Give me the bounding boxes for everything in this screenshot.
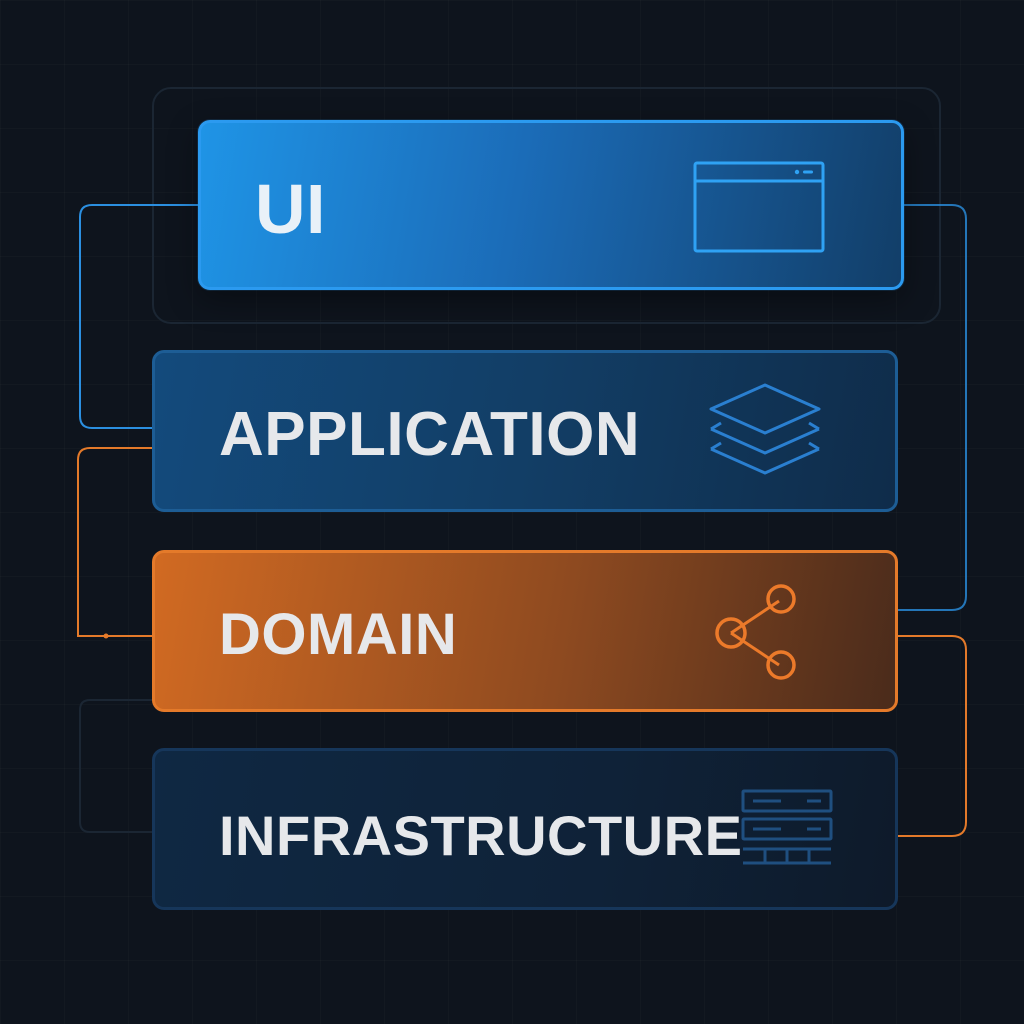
server-rack-icon <box>741 789 837 876</box>
orange-right-connector <box>898 635 967 837</box>
layer-domain-label: DOMAIN <box>219 602 458 667</box>
orange-left-connector <box>77 447 152 637</box>
blue-right-connector <box>898 204 967 611</box>
faint-left-connector <box>79 699 152 833</box>
share-nodes-icon <box>711 581 807 686</box>
orange-left-dot <box>103 633 109 639</box>
layer-domain: DOMAIN <box>152 550 898 712</box>
layer-infrastructure-label: INFRASTRUCTURE <box>219 804 743 867</box>
layer-infrastructure: INFRASTRUCTURE <box>152 748 898 910</box>
browser-window-icon <box>693 161 825 260</box>
layer-application: APPLICATION <box>152 350 898 512</box>
stacked-layers-icon <box>707 381 823 490</box>
layer-ui: UI <box>198 120 904 290</box>
layer-application-label: APPLICATION <box>219 400 641 469</box>
layer-ui-label: UI <box>255 170 326 248</box>
